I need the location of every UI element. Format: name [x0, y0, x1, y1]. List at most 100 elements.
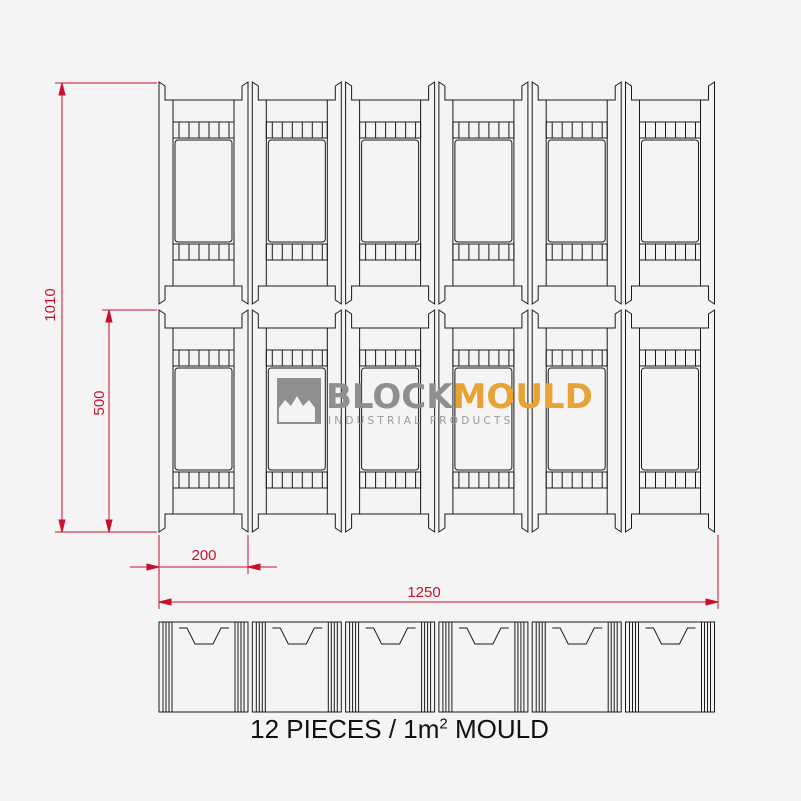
- web-band-bottom: [172, 243, 235, 261]
- dim-200-label: 200: [191, 547, 216, 564]
- dim-1250-label: 1250: [407, 584, 440, 601]
- elevation-outline: [251, 621, 342, 713]
- logo-subtitle: INDUSTRIAL PRODUCTS: [328, 415, 513, 427]
- block-outline: [438, 309, 529, 533]
- web-band-top: [359, 121, 422, 139]
- web-band-bottom: [359, 471, 422, 489]
- block-core: [641, 139, 699, 243]
- web-band-bottom: [265, 471, 328, 489]
- web-band-top: [545, 349, 608, 367]
- elevation-block: [345, 621, 436, 713]
- block-core: [267, 139, 326, 243]
- web-band-bottom: [639, 243, 701, 261]
- caption-suffix: MOULD: [447, 714, 549, 744]
- block-outline: [345, 309, 436, 533]
- web-band-bottom: [452, 243, 515, 261]
- dim-500-arrow-top: [105, 309, 113, 323]
- elevation-notch: [272, 627, 323, 645]
- elevation-block: [531, 621, 622, 713]
- block-outline: [251, 309, 342, 533]
- block-outline: [531, 309, 622, 533]
- dim-200-arrow-left: [146, 563, 160, 571]
- block-outline: [251, 81, 342, 305]
- block-outline: [438, 81, 529, 305]
- dim-500-arrow-bottom: [105, 519, 113, 533]
- plan-block: [251, 81, 342, 305]
- plan-block: [158, 81, 249, 305]
- elevation-notch: [179, 627, 229, 645]
- caption-text: 12 PIECES / 1m: [250, 714, 440, 744]
- elevation-block: [158, 621, 249, 713]
- dim-1010-arrow-top: [58, 82, 66, 96]
- web-band-top: [639, 349, 701, 367]
- block-core: [361, 139, 420, 243]
- dim-1250-arrow-left: [158, 598, 172, 606]
- block-core: [454, 367, 513, 471]
- web-band-top: [639, 121, 701, 139]
- web-band-top: [452, 121, 515, 139]
- block-core: [547, 367, 606, 471]
- logo-brand-second: MOULD: [453, 377, 593, 417]
- dim-200-arrow-right: [247, 563, 261, 571]
- dimension-lines: [55, 82, 719, 609]
- plan-block: [438, 81, 529, 305]
- block-outline: [345, 81, 436, 305]
- logo-brand-first: BLOCK: [326, 377, 454, 417]
- web-band-bottom: [452, 471, 515, 489]
- block-outline: [531, 81, 622, 305]
- plan-block: [438, 309, 529, 533]
- block-core: [547, 139, 606, 243]
- block-outline: [625, 309, 715, 533]
- dim-500-label: 500: [91, 390, 108, 415]
- plan-block: [531, 81, 622, 305]
- plan-block: [345, 81, 436, 305]
- logo-mark-cutout: [279, 396, 315, 422]
- web-band-top: [265, 349, 328, 367]
- plan-block: [158, 309, 249, 533]
- web-band-bottom: [172, 471, 235, 489]
- elevation-block: [251, 621, 342, 713]
- elevation-view-blocks: [158, 621, 715, 713]
- block-core: [454, 139, 513, 243]
- block-outline: [158, 81, 249, 305]
- block-core: [174, 139, 233, 243]
- block-core: [267, 367, 326, 471]
- dim-1010-arrow-bottom: [58, 519, 66, 533]
- elevation-outline: [531, 621, 622, 713]
- web-band-bottom: [639, 471, 701, 489]
- logo-text: BLOCKMOULD: [326, 377, 593, 417]
- mould-caption: 12 PIECES / 1m2 MOULD: [0, 714, 801, 745]
- web-band-bottom: [545, 471, 608, 489]
- web-band-bottom: [265, 243, 328, 261]
- elevation-notch: [552, 627, 603, 645]
- elevation-outline: [158, 621, 249, 713]
- web-band-top: [359, 349, 422, 367]
- blockmould-logo: BLOCKMOULD INDUSTRIAL PRODUCTS: [277, 377, 593, 427]
- plan-block: [625, 309, 715, 533]
- elevation-outline: [438, 621, 529, 713]
- elevation-notch: [458, 627, 509, 645]
- web-band-top: [172, 349, 235, 367]
- elevation-block: [438, 621, 529, 713]
- dim-1250-arrow-right: [705, 598, 719, 606]
- plan-block: [625, 81, 715, 305]
- block-core: [641, 367, 699, 471]
- web-band-bottom: [359, 243, 422, 261]
- web-band-top: [172, 121, 235, 139]
- block-outline: [625, 81, 715, 305]
- block-outline: [158, 309, 249, 533]
- block-core: [174, 367, 233, 471]
- elevation-outline: [625, 621, 715, 713]
- plan-block: [251, 309, 342, 533]
- block-core: [361, 367, 420, 471]
- plan-block: [531, 309, 622, 533]
- web-band-top: [452, 349, 515, 367]
- dim-1010-label: 1010: [42, 288, 59, 321]
- caption-superscript: 2: [439, 715, 448, 733]
- elevation-notch: [645, 627, 696, 645]
- plan-view-blocks: [158, 81, 715, 533]
- plan-block: [345, 309, 436, 533]
- elevation-notch: [365, 627, 416, 645]
